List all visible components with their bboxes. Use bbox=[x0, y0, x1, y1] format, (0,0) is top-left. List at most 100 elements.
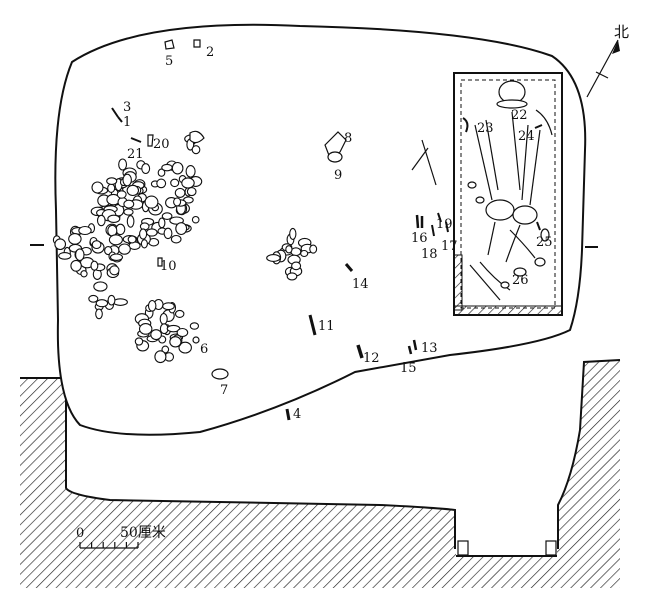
artifact-26-shape bbox=[500, 281, 510, 289]
section-pit-floor bbox=[456, 540, 557, 556]
label-21: 21 bbox=[127, 147, 144, 162]
stone bbox=[291, 261, 302, 271]
tibia bbox=[509, 229, 536, 259]
stone bbox=[170, 178, 180, 188]
artifact-20b-shape bbox=[189, 130, 205, 144]
artifact-11-shape bbox=[308, 314, 317, 336]
stone bbox=[91, 181, 104, 194]
stone bbox=[163, 227, 173, 240]
label-13: 13 bbox=[421, 341, 438, 356]
stone bbox=[147, 299, 157, 312]
stone bbox=[123, 199, 135, 209]
stone bbox=[150, 329, 162, 341]
scattered-bone-2 bbox=[421, 139, 437, 186]
stone bbox=[156, 178, 167, 189]
stone bbox=[170, 234, 182, 244]
stone bbox=[285, 245, 293, 254]
north-label: 北 bbox=[614, 23, 629, 41]
stone bbox=[112, 298, 128, 306]
label-5: 5 bbox=[165, 54, 173, 69]
artifact-19-shape bbox=[437, 212, 442, 223]
stone bbox=[174, 187, 186, 198]
stone bbox=[126, 184, 140, 197]
stone bbox=[54, 238, 67, 251]
artifact-10-shape bbox=[157, 257, 163, 267]
scale-bar: 0 50厘米 bbox=[76, 525, 166, 549]
stone bbox=[191, 215, 200, 224]
artifact-7-shape bbox=[211, 368, 229, 380]
stone bbox=[286, 272, 298, 281]
stone-clusters bbox=[52, 132, 318, 364]
long-bone-1 bbox=[474, 124, 493, 201]
stone bbox=[90, 260, 99, 271]
artifact-1-shape bbox=[117, 116, 123, 123]
long-bone-4 bbox=[529, 129, 541, 206]
coffin bbox=[453, 72, 563, 316]
label-7: 7 bbox=[220, 383, 228, 398]
stone bbox=[161, 212, 173, 220]
stone bbox=[145, 228, 158, 237]
label-10: 10 bbox=[160, 259, 177, 274]
label-19: 19 bbox=[436, 217, 453, 232]
stone bbox=[138, 323, 153, 335]
stone bbox=[118, 243, 131, 255]
artifact-21-shape bbox=[130, 137, 142, 143]
north-arrow-crossbar bbox=[595, 71, 609, 79]
stone bbox=[181, 177, 195, 189]
stone bbox=[154, 350, 167, 364]
femur-left bbox=[487, 221, 496, 256]
skull-jaw bbox=[496, 99, 528, 109]
section-coffin-post-left bbox=[457, 540, 469, 556]
section-coffin-post-right bbox=[545, 540, 557, 556]
long-bone-2 bbox=[485, 119, 499, 191]
stone bbox=[185, 165, 196, 178]
stone bbox=[161, 345, 170, 354]
artifact-17-shape bbox=[445, 221, 449, 233]
stone bbox=[171, 161, 184, 175]
section-hatched-fill bbox=[20, 360, 620, 588]
stone bbox=[266, 254, 281, 262]
stone bbox=[161, 163, 173, 172]
stone bbox=[70, 259, 82, 272]
coffin-end-board bbox=[453, 305, 563, 316]
label-24: 24 bbox=[518, 129, 535, 144]
stone bbox=[116, 190, 127, 199]
label-12: 12 bbox=[363, 351, 380, 366]
artifact-5-shape bbox=[164, 39, 175, 50]
stone bbox=[176, 327, 189, 338]
stone bbox=[68, 233, 82, 245]
stone bbox=[106, 177, 118, 185]
stone bbox=[158, 217, 166, 229]
small-bone-2 bbox=[534, 257, 546, 267]
scale-end-label: 50厘米 bbox=[120, 525, 166, 541]
label-6: 6 bbox=[200, 342, 208, 357]
north-arrow-head bbox=[612, 40, 620, 54]
stone bbox=[96, 214, 106, 227]
stone bbox=[91, 240, 102, 250]
artifact-9-shape bbox=[327, 151, 343, 163]
artifact-6-shape bbox=[192, 336, 200, 344]
small-artifacts bbox=[111, 39, 543, 421]
section-outline bbox=[20, 359, 621, 549]
north-arrow-shaft bbox=[586, 39, 619, 98]
stone bbox=[141, 163, 151, 175]
stone bbox=[95, 299, 109, 308]
artifact-4-shape bbox=[285, 408, 291, 421]
stone bbox=[157, 168, 166, 177]
small-bone-1 bbox=[513, 267, 527, 277]
scale-zero-label: 0 bbox=[76, 526, 84, 541]
artifact-3-shape bbox=[111, 107, 119, 118]
stone bbox=[108, 234, 123, 246]
stone bbox=[126, 215, 135, 228]
label-14: 14 bbox=[352, 277, 369, 292]
stone bbox=[58, 252, 72, 260]
stone bbox=[127, 235, 137, 244]
stone bbox=[109, 265, 120, 276]
stone bbox=[191, 145, 201, 155]
stone bbox=[159, 312, 168, 325]
label-17: 17 bbox=[441, 239, 458, 254]
label-1: 1 bbox=[123, 115, 131, 130]
stone bbox=[178, 341, 192, 354]
stone bbox=[122, 173, 132, 187]
